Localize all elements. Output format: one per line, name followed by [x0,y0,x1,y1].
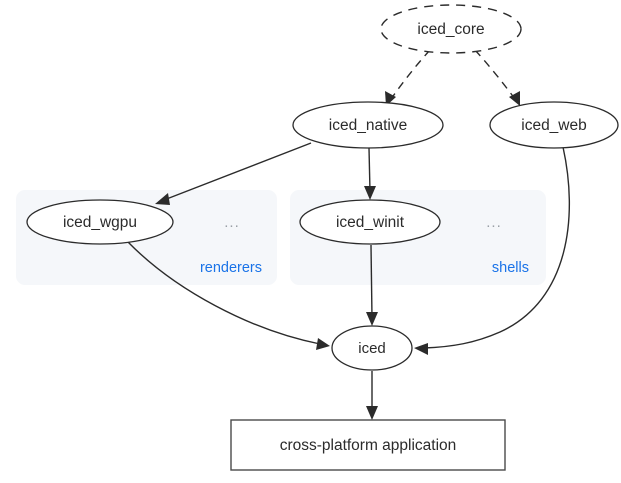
edge-core-to-web [474,49,520,106]
edge-wgpu-to-iced [127,241,330,350]
node-application-label: cross-platform application [280,437,457,454]
edge-native-to-wgpu [155,142,312,205]
node-iced-native[interactable]: iced_native [292,101,444,149]
edge-wgpu-to-iced-line [127,241,321,345]
edge-winit-to-iced [366,244,378,326]
edge-native-to-wgpu-arrow [155,193,170,205]
node-iced-native-label: iced_native [329,117,407,134]
edge-core-to-native-line [390,49,431,100]
node-iced-native-shape[interactable] [292,101,444,149]
node-iced-wgpu[interactable]: iced_wgpu [26,199,174,245]
node-iced-winit[interactable]: iced_winit [299,199,441,245]
node-iced-web[interactable]: iced_web [489,101,619,149]
edge-iced-to-app [366,371,378,420]
cluster-renderers-label: renderers [200,260,262,276]
node-iced[interactable]: iced [331,325,413,371]
node-application-shape[interactable] [230,419,506,471]
edge-winit-to-iced-arrow [366,312,378,326]
edge-core-to-web-line [474,49,516,100]
edge-core-to-web-arrow [509,91,520,106]
edge-web-to-iced [414,146,571,355]
edge-web-to-iced-line [423,146,571,349]
node-iced-wgpu-label: iced_wgpu [63,214,137,231]
renderers-more-ellipsis: ... [224,214,240,231]
edge-native-to-winit-line [368,147,371,193]
node-iced-shape[interactable] [331,325,413,371]
shells-more-ellipsis: ... [486,214,502,231]
node-iced-core-shape[interactable] [380,4,522,54]
edge-iced-to-app-arrow [366,406,378,420]
node-iced-winit-shape[interactable] [299,199,441,245]
node-iced-core-label: iced_core [417,21,484,38]
edge-web-to-iced-arrow [414,343,428,355]
edge-wgpu-to-iced-arrow [316,338,330,350]
node-iced-web-label: iced_web [521,117,587,134]
cluster-shells-label: shells [492,260,529,276]
edge-native-to-winit [364,147,376,200]
edge-native-to-wgpu-line [163,142,312,201]
node-iced-winit-label: iced_winit [336,214,405,231]
edge-native-to-winit-arrow [364,186,376,200]
edge-core-to-native [385,49,431,106]
node-iced-core[interactable]: iced_core [380,4,522,54]
node-iced-wgpu-shape[interactable] [26,199,174,245]
node-application[interactable]: cross-platform application [230,419,506,471]
node-iced-web-shape[interactable] [489,101,619,149]
edge-winit-to-iced-line [370,244,373,319]
node-iced-label: iced [358,340,386,357]
